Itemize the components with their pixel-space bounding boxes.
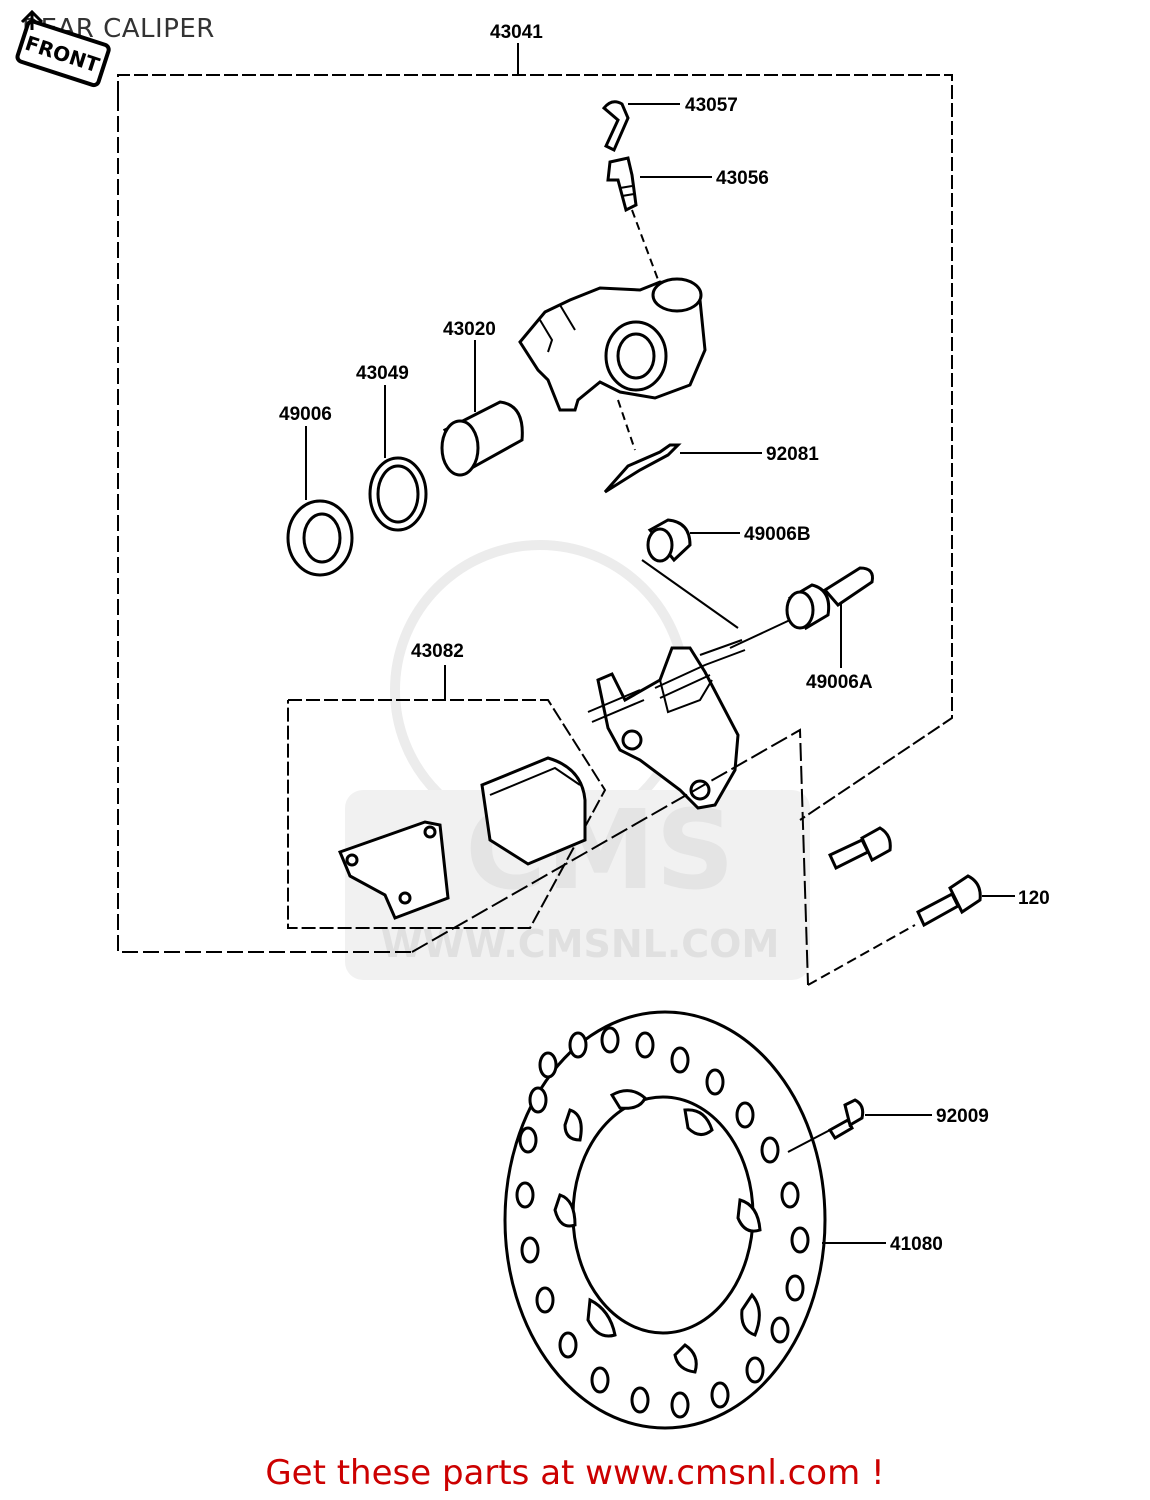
piston: [440, 340, 524, 477]
bolt-frame: [411, 728, 916, 986]
front-badge: FRONT: [15, 19, 111, 88]
piston-seal: [368, 385, 428, 532]
label-screw: 92009: [936, 1106, 989, 1127]
caliper-body: [518, 277, 707, 412]
boot-b: [641, 518, 740, 629]
front-arrow-icon: [20, 9, 44, 30]
label-pad-assy: 43082: [411, 641, 464, 662]
label-bolt: 120: [1018, 888, 1050, 909]
disc-screw: [827, 1098, 932, 1141]
bolt-lower: [916, 874, 1015, 928]
label-piston: 43020: [443, 319, 496, 340]
label-caliper-assy: 43041: [490, 22, 543, 43]
caliper-holder: [587, 639, 746, 810]
watermark: CMS WWW.CMSNL.COM: [345, 540, 810, 980]
pad-assembly: [287, 665, 607, 929]
watermark-url: WWW.CMSNL.COM: [381, 922, 780, 966]
label-boot-b: 49006B: [744, 524, 811, 545]
brake-disc: [503, 1010, 886, 1430]
label-bleeder-valve: 43056: [716, 168, 769, 189]
label-disc: 41080: [890, 1234, 943, 1255]
label-clip: 92081: [766, 444, 819, 465]
clip: [603, 399, 762, 494]
watermark-plate: [345, 790, 810, 980]
bleeder-cap: [601, 100, 680, 153]
dust-seal: [286, 426, 354, 577]
label-dust-seal: 49006: [279, 404, 332, 425]
disc-holes: [515, 1026, 810, 1419]
caliper-assembly-bracket: [117, 43, 953, 953]
bolt-upper: [828, 826, 892, 871]
label-boot-a: 49006A: [806, 672, 873, 693]
label-piston-seal: 43049: [356, 363, 409, 384]
boot-a-pin: [729, 566, 874, 668]
label-bleeder-cap: 43057: [685, 95, 738, 116]
disc-slots: [553, 1089, 762, 1374]
footer-banner[interactable]: Get these parts at www.cmsnl.com !: [265, 1453, 885, 1493]
bleeder-valve: [606, 156, 712, 286]
